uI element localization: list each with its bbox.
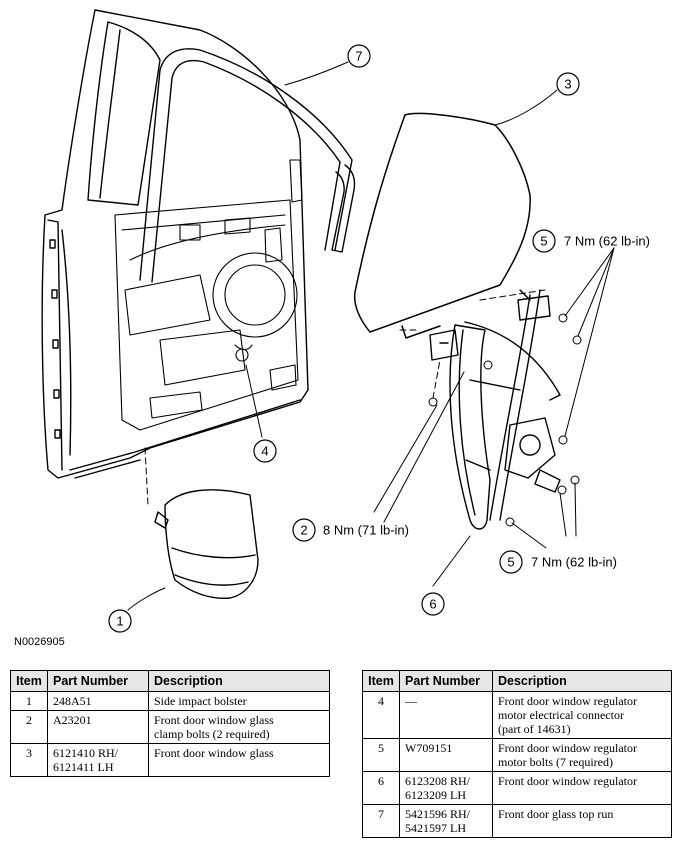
table-row: 4 — Front door window regulator motor el… <box>362 691 672 739</box>
cell-description: Front door glass top run <box>492 804 672 838</box>
table-row: 5 W709151 Front door window regulator mo… <box>362 738 672 772</box>
exploded-door-diagram: 1 2 8 Nm (71 lb-in) 3 4 5 7 Nm (62 lb-in… <box>41 9 650 633</box>
cell-part-number: 6123208 RH/ 6123209 LH <box>399 771 493 805</box>
cell-item: 7 <box>362 804 400 838</box>
callout-1-label: 1 <box>116 614 123 629</box>
callout-7: 7 <box>347 44 371 68</box>
header-item: Item <box>362 670 400 692</box>
cell-item: 1 <box>10 691 48 711</box>
cell-description: Front door window glass clamp bolts (2 r… <box>148 710 330 744</box>
header-description: Description <box>148 670 330 692</box>
window-glass <box>353 112 531 339</box>
table-header-row: Item Part Number Description <box>362 670 672 692</box>
table-header-row: Item Part Number Description <box>10 670 330 692</box>
cell-description: Front door window regulator motor electr… <box>492 691 672 739</box>
table-row: 2 A23201 Front door window glass clamp b… <box>10 710 330 744</box>
callout-4-label: 4 <box>261 444 268 459</box>
table-row: 3 6121410 RH/ 6121411 LH Front door wind… <box>10 743 330 777</box>
cell-description: Front door window regulator <box>492 771 672 805</box>
callout-5-lower-torque: 7 Nm (62 lb-in) <box>531 555 617 570</box>
cell-item: 4 <box>362 691 400 739</box>
cell-description: Front door window glass <box>148 743 330 777</box>
callout-2: 2 8 Nm (71 lb-in) <box>292 518 409 542</box>
cell-description: Front door window regulator motor bolts … <box>492 738 672 772</box>
cell-item: 6 <box>362 771 400 805</box>
header-part-number: Part Number <box>47 670 149 692</box>
callout-4: 4 <box>253 439 277 463</box>
callout-2-torque: 8 Nm (71 lb-in) <box>323 523 409 538</box>
parts-table-left: Item Part Number Description 1 248A51 Si… <box>10 670 330 777</box>
cell-part-number: A23201 <box>47 710 149 744</box>
callout-5-lower-label: 5 <box>507 555 514 570</box>
window-regulator <box>429 289 561 530</box>
cell-item: 5 <box>362 738 400 772</box>
callout-6-label: 6 <box>429 597 436 612</box>
callout-7-label: 7 <box>355 49 362 64</box>
callout-3: 3 <box>556 72 580 96</box>
table-row: 6 6123208 RH/ 6123209 LH Front door wind… <box>362 771 672 805</box>
bolts <box>428 313 582 527</box>
callout-6: 6 <box>421 592 445 616</box>
callout-3-label: 3 <box>564 77 571 92</box>
cell-part-number: W709151 <box>399 738 493 772</box>
figure-id: N0026905 <box>14 636 65 648</box>
table-row: 7 5421596 RH/ 5421597 LH Front door glas… <box>362 804 672 838</box>
header-part-number: Part Number <box>399 670 493 692</box>
callout-5-upper-label: 5 <box>540 234 547 249</box>
callout-2-label: 2 <box>300 523 307 538</box>
cell-part-number: 5421596 RH/ 5421597 LH <box>399 804 493 838</box>
side-impact-bolster <box>154 489 259 599</box>
parts-table-right: Item Part Number Description 4 — Front d… <box>362 670 672 838</box>
door-frame <box>41 9 309 479</box>
guide-lines <box>144 289 546 506</box>
door-inner-panel <box>114 159 303 431</box>
cell-description: Side impact bolster <box>148 691 330 711</box>
header-description: Description <box>492 670 672 692</box>
header-item: Item <box>10 670 48 692</box>
callout-1: 1 <box>108 609 132 633</box>
cell-item: 3 <box>10 743 48 777</box>
callout-5-upper: 5 7 Nm (62 lb-in) <box>532 229 650 253</box>
cell-item: 2 <box>10 710 48 744</box>
cell-part-number: — <box>399 691 493 739</box>
cell-part-number: 6121410 RH/ 6121411 LH <box>47 743 149 777</box>
table-row: 1 248A51 Side impact bolster <box>10 691 330 711</box>
leader-lines <box>127 61 615 611</box>
callout-5-upper-torque: 7 Nm (62 lb-in) <box>564 234 650 249</box>
glass-top-run <box>139 48 356 283</box>
callout-5-lower: 5 7 Nm (62 lb-in) <box>499 550 617 574</box>
cell-part-number: 248A51 <box>47 691 149 711</box>
